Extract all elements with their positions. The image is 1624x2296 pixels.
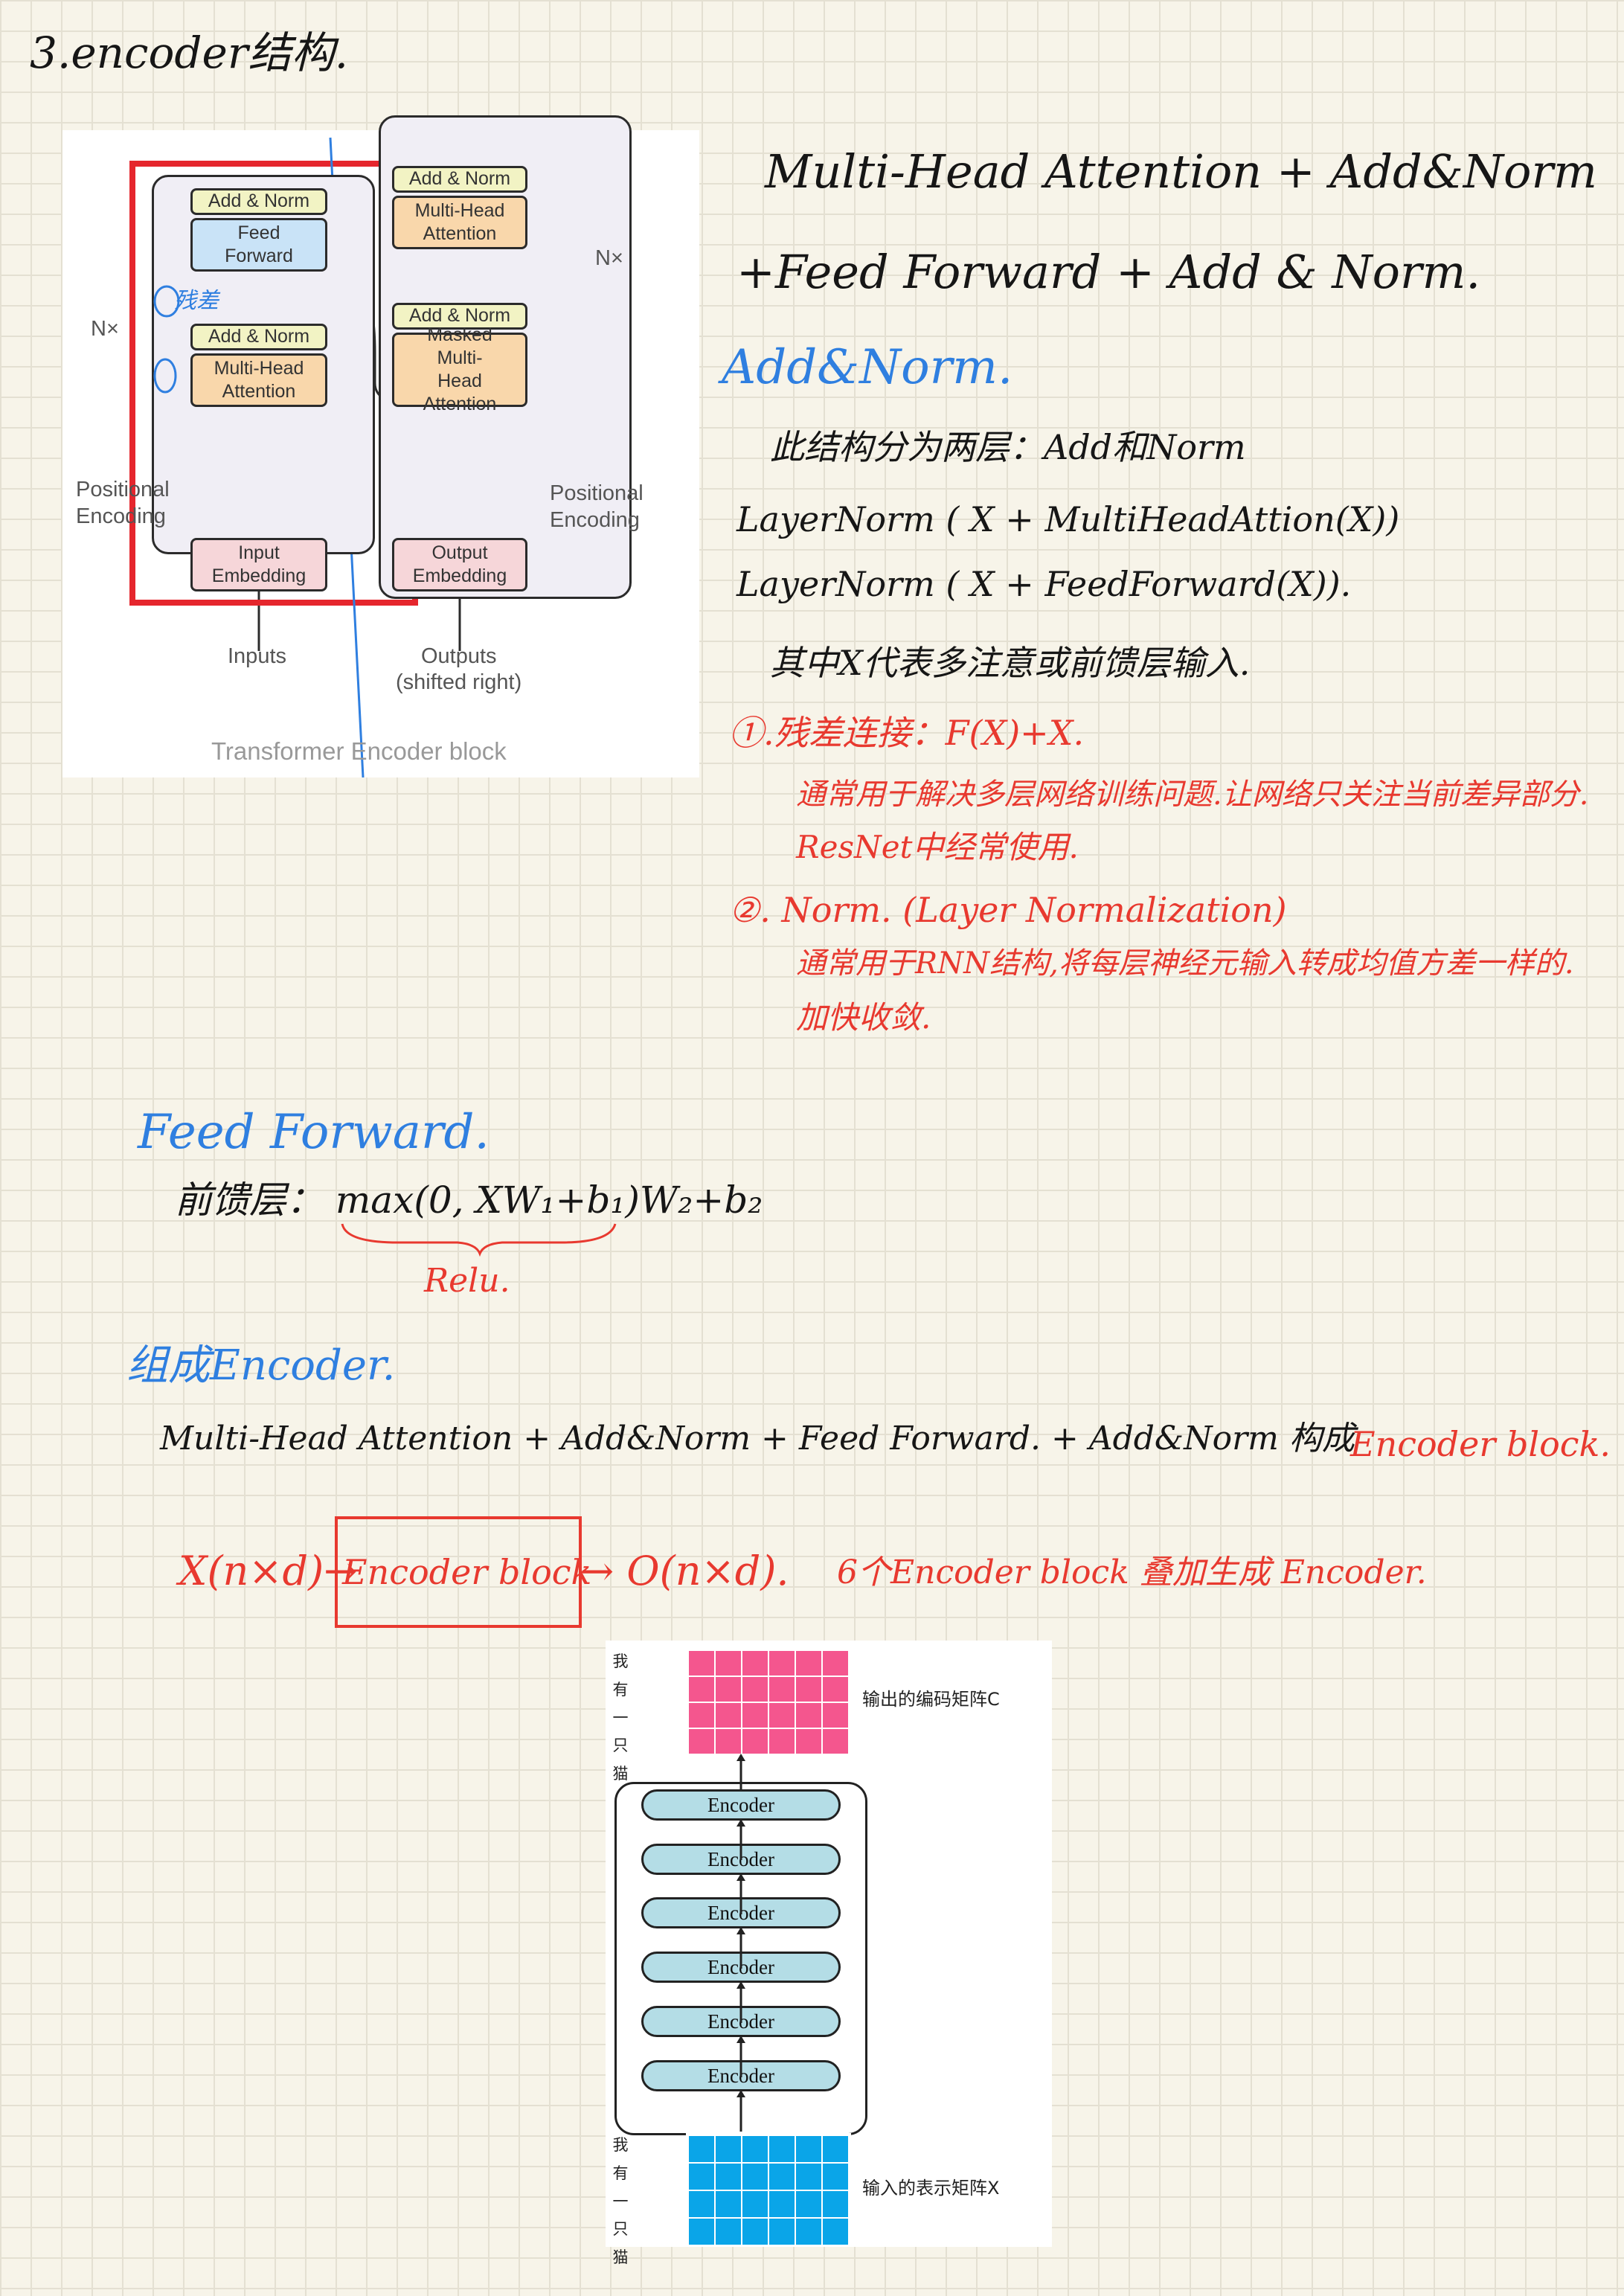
norm-title: ②. Norm. (Layer Normalization) <box>729 890 1287 930</box>
pos-enc-left: Positional Encoding <box>76 478 170 529</box>
sentence-top: 我有一只猫 <box>612 1652 629 1783</box>
encoder-box-3: Encoder <box>641 1952 841 1983</box>
formula-line-2: +Feed Forward + Add & Norm. <box>736 245 1481 299</box>
sentence-bottom: 我有一只猫 <box>612 2136 629 2267</box>
enc-multi-head-box: Multi-Head Attention <box>190 353 327 407</box>
x-desc: 其中X代表多注意或前馈层输入. <box>770 643 1251 683</box>
masked-multi-head-box: Masked Multi-Head Attention <box>392 324 527 414</box>
page-heading: 3.encoder结构. <box>30 28 349 78</box>
pos-enc-right: Positional Encoding <box>550 481 643 533</box>
encoder-formula: Multi-Head Attention + Add&Norm + Feed F… <box>160 1420 1355 1458</box>
enc-add-norm-bottom: Add & Norm <box>190 324 327 350</box>
dec-add-norm-2: Add & Norm <box>392 303 527 330</box>
encoder-box-6: Encoder <box>641 1789 841 1821</box>
ff-formula: 前馈层： max(0, XW₁+b₁)W₂+b₂ <box>175 1179 763 1222</box>
nx-right: N× <box>595 246 623 270</box>
residual-desc-2: ResNet中经常使用. <box>796 829 1079 865</box>
layer-norm-2: LayerNorm ( X + FeedForward(X)). <box>736 564 1352 604</box>
relu-brace <box>341 1223 617 1257</box>
inputs-label: Inputs <box>228 644 286 668</box>
output-embedding-box: Output Embedding <box>392 538 527 591</box>
shifted-label: (shifted right) <box>396 670 522 694</box>
encoder-block-label: Encoder block. <box>1350 1424 1611 1464</box>
input-matrix-label: 输入的表示矩阵X <box>862 2178 1000 2199</box>
encoder-stack-figure: 我有一只猫 输出的编码矩阵C Encoder Encoder Encoder E… <box>606 1641 1052 2266</box>
residual-title: ①.残差连接：F(X)+X. <box>729 713 1085 753</box>
figure-caption: Transformer Encoder block <box>211 737 507 765</box>
layer-norm-1: LayerNorm ( X + MultiHeadAttion(X)) <box>736 499 1400 539</box>
norm-desc-2: 加快收敛. <box>796 999 931 1036</box>
output-matrix-c <box>686 1648 851 1757</box>
feed-forward-box: Feed Forward <box>190 218 327 272</box>
io-block-frame <box>335 1516 582 1628</box>
residual-desc-1: 通常用于解决多层网络训练问题.让网络只关注当前差异部分. <box>796 777 1589 812</box>
residual-annotation: 残差 <box>174 288 219 314</box>
norm-desc-1: 通常用于RNN结构,将每层神经元输入转成均值方差一样的. <box>796 946 1574 981</box>
ff-title: Feed Forward. <box>138 1105 490 1160</box>
dec-add-norm-1: Add & Norm <box>392 166 527 193</box>
dec-multi-head-box: Multi-Head Attention <box>392 196 527 249</box>
encoder-box-5: Encoder <box>641 1844 841 1875</box>
encoder-box-1: Encoder <box>641 2060 841 2091</box>
outputs-label: Outputs <box>421 644 497 668</box>
nx-left: N× <box>91 317 119 341</box>
encoder-box-4: Encoder <box>641 1897 841 1928</box>
output-matrix-label: 输出的编码矩阵C <box>862 1689 1000 1710</box>
relu-label: Relu. <box>424 1262 510 1300</box>
io-block-label: Encoder block <box>342 1552 592 1592</box>
io-x: X(n×d)→ <box>179 1548 358 1594</box>
formula-line-1: Multi-Head Attention + Add&Norm <box>765 144 1597 199</box>
input-matrix-x <box>686 2133 851 2246</box>
transformer-figure: Add & Norm Feed Forward Add & Norm Multi… <box>62 115 699 777</box>
io-o: → O(n×d). <box>580 1548 789 1594</box>
enc-add-norm-top: Add & Norm <box>190 188 327 215</box>
six-blocks: 6个Encoder block 叠加生成 Encoder. <box>837 1553 1427 1591</box>
blue-circle-annotations <box>153 285 180 394</box>
add-norm-desc: 此结构分为两层：Add和Norm <box>770 427 1246 467</box>
encoder-title: 组成Encoder. <box>126 1341 396 1390</box>
add-norm-title: Add&Norm. <box>722 340 1013 395</box>
input-embedding-box: Input Embedding <box>190 538 327 591</box>
encoder-box-2: Encoder <box>641 2006 841 2037</box>
